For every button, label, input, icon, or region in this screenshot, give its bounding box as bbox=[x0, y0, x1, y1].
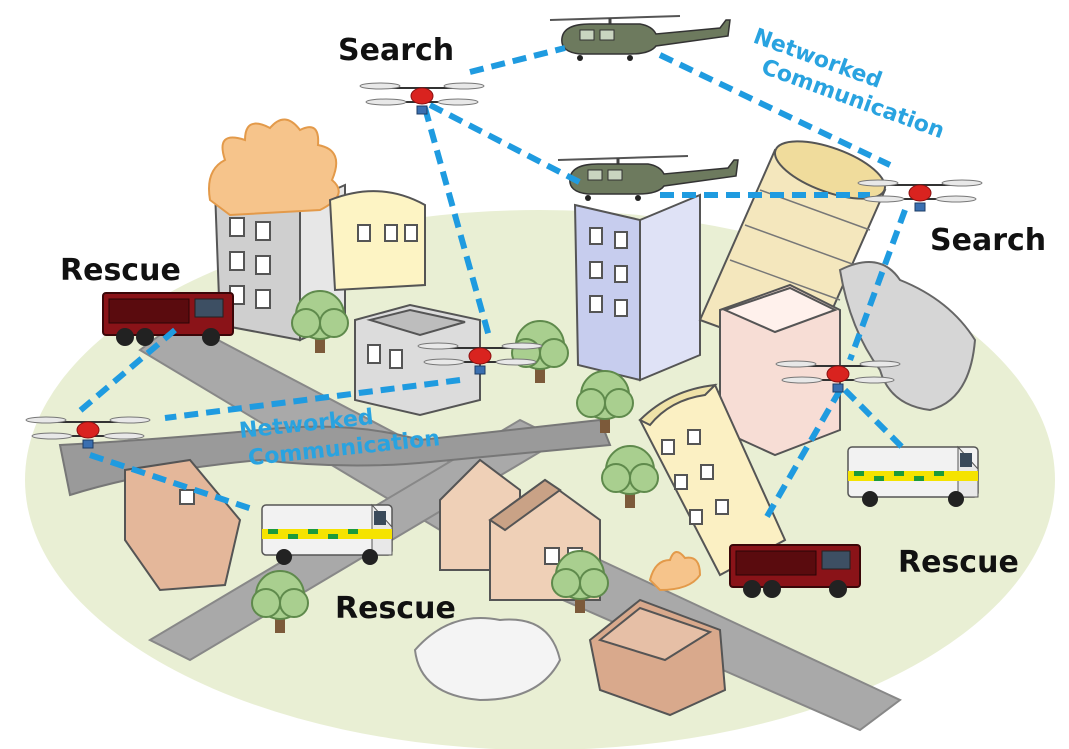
label-rescue-left: Rescue bbox=[60, 253, 181, 288]
label-rescue-right: Rescue bbox=[898, 545, 1019, 580]
fire-large bbox=[208, 118, 340, 217]
fire-small bbox=[648, 551, 702, 592]
label-search-top: Search bbox=[338, 33, 454, 68]
drone-top bbox=[359, 82, 485, 115]
yellow-building bbox=[328, 190, 426, 292]
pink-building bbox=[719, 283, 841, 457]
house-bottom bbox=[588, 598, 727, 717]
rubble-pile bbox=[413, 617, 562, 702]
label-search-right: Search bbox=[930, 223, 1046, 258]
house-left bbox=[124, 458, 242, 592]
network-label-top: Networked Communication bbox=[750, 24, 948, 144]
network-links bbox=[73, 45, 908, 522]
label-rescue-bottom: Rescue bbox=[335, 591, 456, 626]
tilted-yellow-building bbox=[638, 383, 787, 577]
helicopter-top bbox=[548, 14, 732, 63]
blue-tower bbox=[573, 193, 701, 382]
